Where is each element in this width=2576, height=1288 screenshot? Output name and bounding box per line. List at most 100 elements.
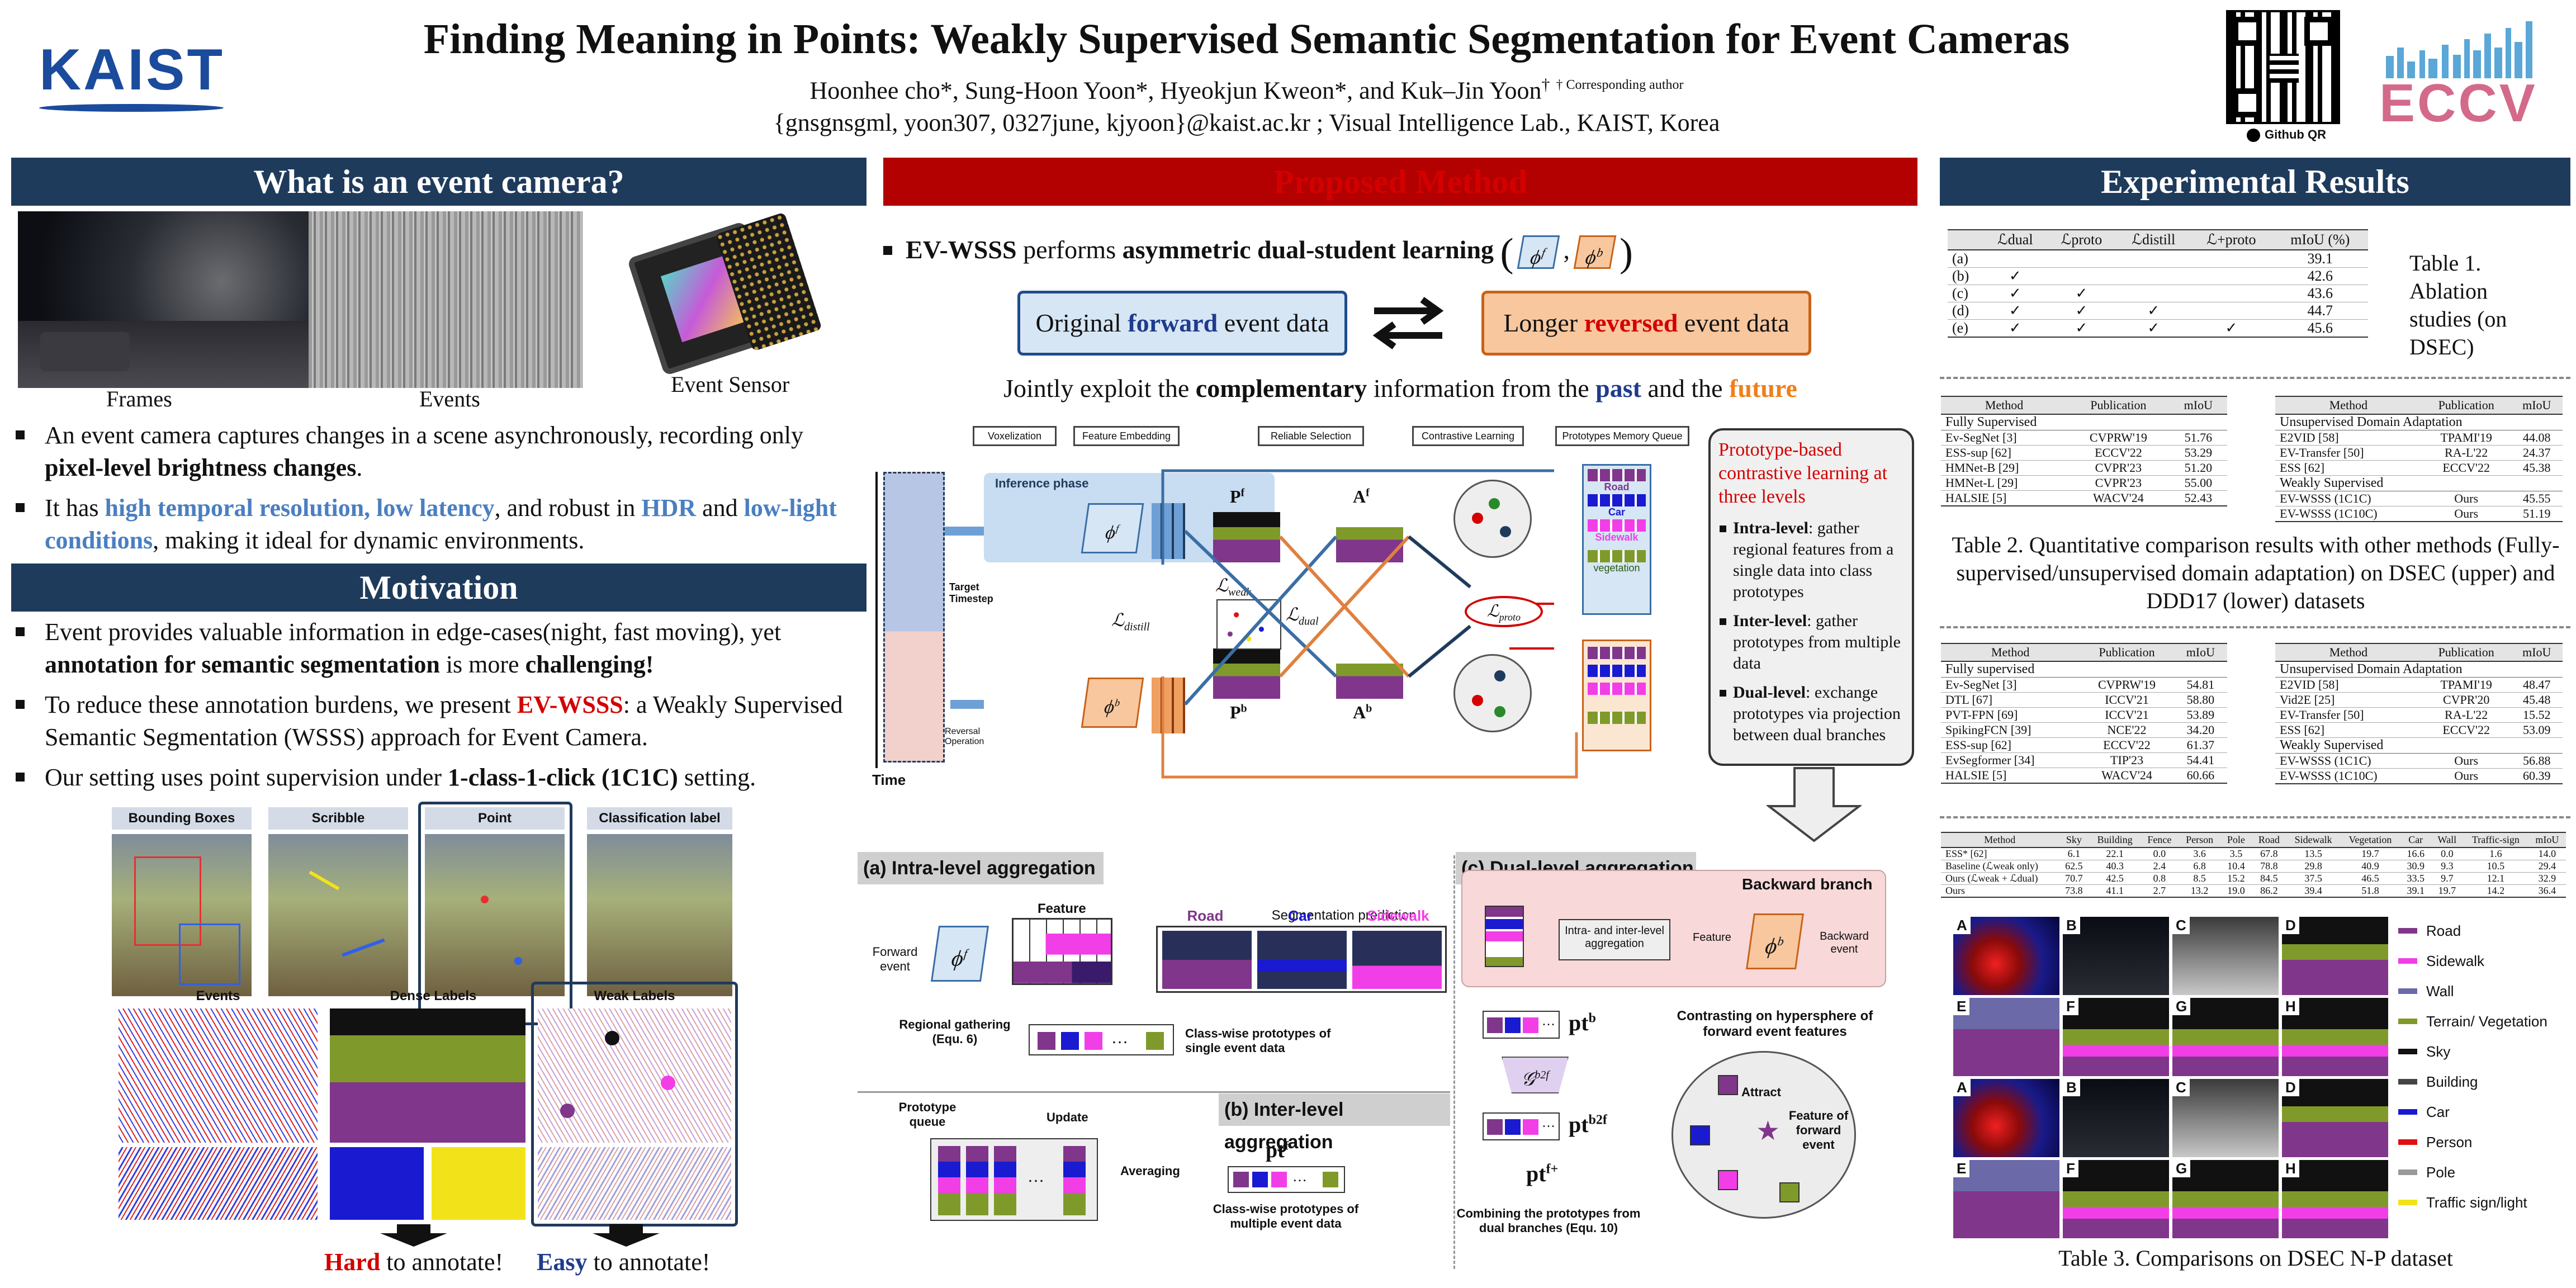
seg-class-road: Road: [1187, 907, 1224, 924]
P-b-map: [1213, 648, 1280, 699]
t4-cell: 29.8: [2286, 860, 2341, 873]
t4-header: Road: [2251, 832, 2287, 848]
label-classification: Classification label: [587, 807, 732, 830]
t1-cell-check: ✓: [1984, 267, 2047, 285]
queue-vegetation: vegetation: [1593, 562, 1640, 574]
t4-header: Wall: [2431, 832, 2463, 848]
table-cell: Ours: [2421, 768, 2511, 784]
t4-header: Method: [1941, 832, 2059, 848]
kaist-logo-text: KAIST: [39, 37, 225, 102]
qualitative-cell: D: [2282, 1079, 2388, 1157]
t1-cell-check: ✓: [1984, 319, 2047, 338]
bullet-properties: It has high temporal resolution, low lat…: [12, 492, 856, 557]
qualitative-letter: C: [2172, 1079, 2190, 1096]
table-cell: EV-WSSS (1C1C): [2275, 491, 2422, 506]
table-cell: RA-L'22: [2421, 445, 2511, 461]
t4-cell: 1.6: [2463, 847, 2528, 860]
github-icon: [2247, 129, 2260, 143]
table-cell: E2VID [58]: [2275, 677, 2422, 693]
t4-cell: 19.0: [2220, 884, 2252, 898]
t1-cell-check: ✓: [2046, 285, 2117, 302]
table-cell: 48.47: [2511, 677, 2563, 693]
legend-item: Car: [2398, 1104, 2566, 1120]
t1-cell-check: [1984, 250, 2047, 268]
t4-cell: 13.5: [2286, 847, 2341, 860]
t4-cell: 2.4: [2140, 860, 2179, 873]
update-label: Update: [1046, 1110, 1088, 1124]
t4-cell: 9.7: [2431, 872, 2463, 885]
t4-cell: 0.0: [2140, 847, 2179, 860]
qualitative-cell: F: [2063, 998, 2169, 1076]
t4-header: Pole: [2220, 832, 2252, 848]
time-axis: [875, 472, 878, 768]
feature2-label: Feature: [1693, 931, 1731, 944]
pt-f-label: ptf: [1266, 1138, 1289, 1162]
t1-row: (b)✓42.6: [1948, 267, 2368, 285]
table-cell: CVPR'23: [2067, 460, 2170, 476]
panel-a-title: (a) Intra-level aggregation: [858, 852, 1104, 884]
backward-encoder-c: ϕb: [1745, 913, 1805, 969]
legend-swatch: [2398, 1200, 2417, 1205]
label-point: Point: [425, 807, 565, 830]
level-dual: Dual-level: exchange prototypes via proj…: [1718, 682, 1904, 746]
table-cell: CVPRW'19: [2080, 677, 2174, 693]
legend-item: Wall: [2398, 983, 2566, 1000]
point-photo: [425, 834, 565, 996]
bullet-1c1c: Our setting uses point supervision under…: [12, 761, 856, 794]
t4-cell: 14.2: [2463, 884, 2528, 898]
table-group-label: Weakly Supervised: [2275, 475, 2563, 491]
t1-cell-check: ✓: [2046, 319, 2117, 338]
hard-arrow-icon: [380, 1224, 447, 1247]
authors: Hoonhee cho*, Sung-Hoon Yoon*, Hyeokjun …: [313, 69, 2180, 107]
pt-b-vector: …: [1483, 1011, 1560, 1039]
t4-header: Person: [2178, 832, 2221, 848]
queue-road: Road: [1604, 481, 1630, 493]
t1-cell-check: [2116, 250, 2191, 268]
t4-cell: Baseline (ℒweak only): [1941, 860, 2059, 873]
qualitative-cell: H: [2282, 1160, 2388, 1238]
section-proposed-method: Proposed Method: [883, 158, 1917, 206]
t4-header: Sky: [2058, 832, 2090, 848]
legend-item: Pole: [2398, 1164, 2566, 1181]
table-cell: RA-L'22: [2421, 707, 2511, 723]
t1-cell-check: [2190, 267, 2272, 285]
qualitative-letter: F: [2063, 998, 2078, 1015]
prototype-queue-label: Prototype queue: [898, 1100, 956, 1129]
t1-cell-check: ✓: [1984, 285, 2047, 302]
table-cell: E2VID [58]: [2275, 430, 2422, 446]
table-cell: WACV'24: [2080, 768, 2174, 784]
t4-cell: 86.2: [2251, 884, 2287, 898]
table-cell: Ev-SegNet [3]: [1941, 677, 2080, 693]
legend-item: Road: [2398, 922, 2566, 939]
right-divider-3: [1940, 816, 2570, 818]
table-cell: 53.89: [2174, 707, 2227, 723]
table-cell: 15.52: [2511, 707, 2563, 723]
legend-item: Traffic sign/light: [2398, 1194, 2566, 1211]
jointly-exploit: Jointly exploit the complementary inform…: [1003, 374, 1797, 402]
right-divider-1: [1940, 377, 2570, 379]
stage-memory-queue: Prototypes Memory Queue: [1555, 426, 1689, 446]
backward-branch-label: Backward branch: [1742, 875, 1873, 893]
t4-header: Traffic-sign: [2463, 832, 2528, 848]
t4-cell: 0.8: [2140, 872, 2179, 885]
legend-swatch: [2398, 988, 2417, 994]
t1-row: (a)39.1: [1948, 250, 2368, 268]
section-event-camera: What is an event camera?: [11, 158, 866, 206]
t1-cell-check: ✓: [2116, 302, 2191, 320]
t4-header: Sidewalk: [2286, 832, 2341, 848]
t4-header: Fence: [2140, 832, 2179, 848]
github-qr-code[interactable]: [2226, 10, 2340, 124]
t4-cell: 12.1: [2463, 872, 2528, 885]
table-cell: CVPR'20: [2421, 692, 2511, 708]
table-cell: ESS [62]: [2275, 722, 2422, 738]
inference-phase-label: Inference phase: [995, 476, 1089, 490]
